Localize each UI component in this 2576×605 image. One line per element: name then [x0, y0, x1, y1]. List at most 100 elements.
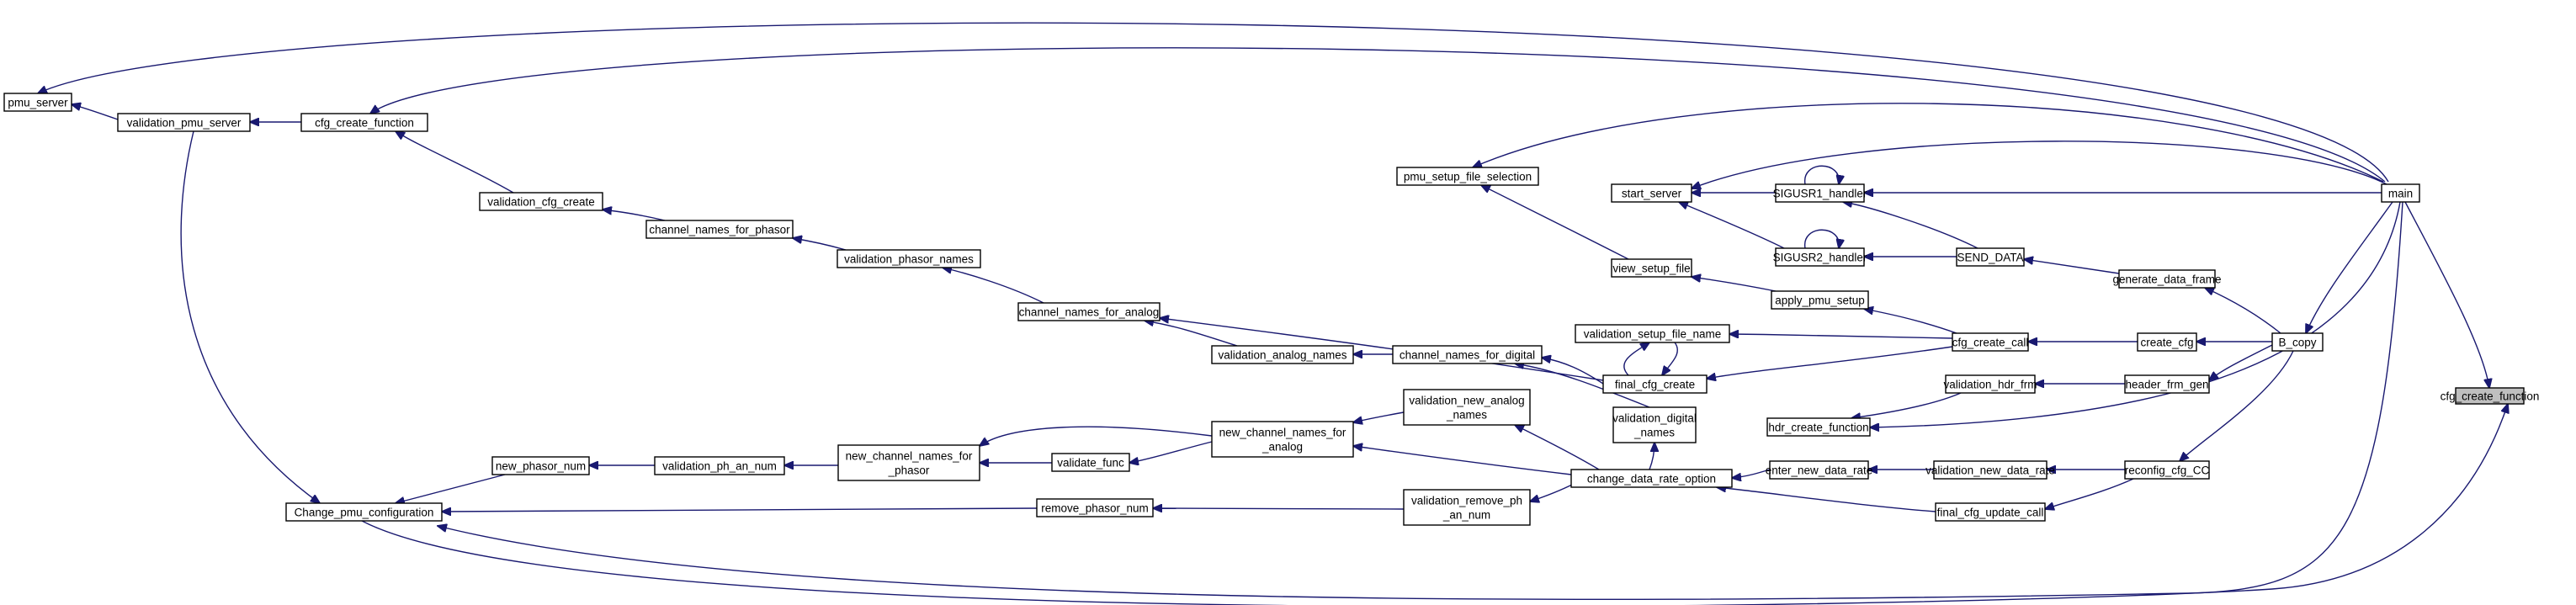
edge-view_setup_file-to-pmu_setup_file_selection — [1481, 185, 1629, 260]
node-view-setup-file[interactable]: view_setup_file — [1611, 258, 1692, 278]
node-reconfig-cfg-cc[interactable]: reconfig_cfg_CC — [2124, 460, 2210, 480]
node-pmu-server[interactable]: pmu_server — [3, 93, 72, 112]
edge-change_data_rate_option-to-validation_new_analog_names — [1515, 425, 1600, 470]
edge-main-to-B_copy — [2306, 201, 2393, 333]
node-validation-remove-ph-an-num[interactable]: validation_remove_ph_an_num — [1403, 489, 1531, 526]
node-validation-pmu-server[interactable]: validation_pmu_server — [117, 113, 251, 132]
node-box — [1211, 345, 1354, 364]
node-box — [2455, 387, 2525, 405]
node-label: change_data_rate_option — [1587, 473, 1716, 486]
node-box — [1935, 502, 2046, 522]
node-validation-cfg-create[interactable]: validation_cfg_create — [479, 192, 603, 211]
node-label: Change_pmu_configuration — [295, 507, 434, 519]
edge-main-to-Change_pmu_configuration — [438, 201, 2403, 601]
node-enter-new-data-rate[interactable]: enter_new_data_rate — [1766, 460, 1873, 480]
node-final-cfg-create[interactable]: final_cfg_create — [1602, 374, 1708, 394]
node-box — [1775, 183, 1865, 203]
node-new-channel-names-for-phasor[interactable]: new_channel_names_for_phasor — [837, 444, 980, 481]
node-validation-new-analog-names[interactable]: validation_new_analog_names — [1403, 389, 1531, 426]
node-label: validation_digital — [1612, 412, 1697, 425]
edge-enter_new_data_rate-to-change_data_rate_option — [1732, 469, 1771, 478]
node-channel-names-for-digital[interactable]: channel_names_for_digital — [1392, 345, 1543, 364]
node-label: remove_phasor_num — [1041, 502, 1149, 515]
edge-final_cfg_create-to-channel_names_for_digital — [1542, 358, 1604, 385]
node-box — [3, 93, 72, 112]
node-box — [1612, 406, 1697, 443]
node-new-phasor-num[interactable]: new_phasor_num — [491, 456, 590, 475]
node-apply-pmu-setup[interactable]: apply_pmu_setup — [1771, 290, 1869, 310]
node-label: _names — [1633, 427, 1675, 439]
node-box — [1602, 374, 1708, 394]
node-hdr-create-function[interactable]: hdr_create_function — [1766, 417, 1871, 437]
node-box — [1017, 302, 1161, 321]
node-label: validation_phasor_names — [844, 253, 974, 266]
node-box — [1211, 421, 1354, 458]
edge-validation_pmu_server-to-Change_pmu_configuration — [180, 130, 320, 503]
edge-validation_pmu_server-to-pmu_server — [72, 104, 119, 120]
node-cfg-create-function[interactable]: cfg_create_function — [2441, 387, 2540, 405]
node-box — [1575, 324, 1730, 343]
node-box — [2124, 460, 2210, 480]
edges-layer — [38, 22, 2508, 605]
node-label: pmu_setup_file_selection — [1404, 171, 1532, 183]
node-send-data[interactable]: SEND_DATA — [1956, 247, 2025, 267]
node-pmu-setup-file-selection[interactable]: pmu_setup_file_selection — [1396, 167, 1539, 186]
node-label: header_frm_gen — [2125, 379, 2208, 391]
node-label: _analog — [1261, 441, 1303, 454]
node-box — [2271, 332, 2324, 352]
node-validation-hdr-frm[interactable]: validation_hdr_frm — [1943, 374, 2037, 394]
node-change-data-rate-option[interactable]: change_data_rate_option — [1570, 469, 1733, 488]
node-validation-phasor-names[interactable]: validation_phasor_names — [837, 249, 981, 268]
node-cfg-create-call[interactable]: cfg_create_call — [1952, 332, 2029, 352]
node-create-cfg[interactable]: create_cfg — [2137, 332, 2197, 352]
node-channel-names-for-phasor[interactable]: channel_names_for_phasor — [645, 220, 794, 239]
node-box — [1392, 345, 1543, 364]
node-sigusr1-handler[interactable]: SIGUSR1_handler — [1773, 183, 1867, 203]
node-label: main — [2388, 188, 2413, 200]
node-label: view_setup_file — [1612, 263, 1690, 275]
node-validation-analog-names[interactable]: validation_analog_names — [1211, 345, 1354, 364]
node-label: new_channel_names_for — [846, 450, 973, 463]
node-box — [1611, 258, 1692, 278]
node-box — [2137, 332, 2197, 352]
edge-SIGUSR2_handler-to-start_server — [1679, 202, 1785, 249]
node-box — [1611, 183, 1692, 203]
node-validation-digital-names[interactable]: validation_digital _names — [1612, 406, 1697, 443]
node-validation-setup-file-name[interactable]: validation_setup_file_name — [1575, 324, 1730, 343]
node-final-cfg-update-call[interactable]: final_cfg_update_call — [1935, 502, 2046, 522]
node-new-channel-names-for-analog[interactable]: new_channel_names_for_analog — [1211, 421, 1354, 458]
node-validation-new-data-rate[interactable]: validation_new_data_rate — [1925, 460, 2055, 480]
node-change-pmu-configuration[interactable]: Change_pmu_configuration — [285, 502, 443, 522]
edge-B_copy-to-generate_data_frame — [2205, 288, 2281, 334]
node-label: start_server — [1622, 188, 1682, 200]
node-sigusr2-handler[interactable]: SIGUSR2_handler — [1773, 247, 1867, 267]
edge-new_channel_names_for_analog-to-new_channel_names_for_phasor — [980, 426, 1213, 446]
node-validation-ph-an-num[interactable]: validation_ph_an_num — [654, 456, 785, 475]
node-label: pmu_server — [8, 97, 68, 109]
edge-channel_names_for_analog-to-validation_phasor_names — [943, 268, 1044, 304]
node-generate-data-frame[interactable]: generate_data_frame — [2112, 269, 2222, 289]
node-main[interactable]: main — [2381, 183, 2420, 203]
node-label: channel_names_for_analog — [1019, 306, 1160, 319]
node-cfg-create-function-top[interactable]: cfg_create_function — [300, 113, 428, 132]
node-label: final_cfg_update_call — [1937, 507, 2044, 519]
node-start-server[interactable]: start_server — [1611, 183, 1692, 203]
node-box — [2124, 374, 2210, 394]
edge-main-to-cfg_create_function — [2404, 201, 2489, 388]
node-box — [1945, 374, 2036, 394]
node-label: validation_remove_ph — [1411, 495, 1522, 507]
edge-cfg_create_call-to-validation_setup_file_name — [1729, 334, 1953, 339]
edge-B_copy-to-header_frm_gen — [2209, 344, 2273, 380]
edge-validation_digital_names-to-channel_names_for_digital — [1515, 364, 1650, 408]
node-remove-phasor-num[interactable]: remove_phasor_num — [1036, 498, 1154, 517]
node-label: cfg_create_call — [1952, 337, 2029, 349]
edge-validation_cfg_create-to-cfg_create_function_top — [396, 131, 514, 194]
node-header-frm-gen[interactable]: header_frm_gen — [2124, 374, 2210, 394]
node-label: final_cfg_create — [1615, 379, 1695, 391]
node-validate-func[interactable]: validate_func — [1051, 453, 1130, 472]
node-label: validation_new_analog — [1409, 395, 1524, 407]
node-b-copy[interactable]: B_copy — [2271, 332, 2324, 352]
node-label: validation_new_data_rate — [1925, 464, 2055, 477]
edge-main-to-start_server — [1692, 141, 2387, 188]
node-channel-names-for-analog[interactable]: channel_names_for_analog — [1017, 302, 1161, 321]
